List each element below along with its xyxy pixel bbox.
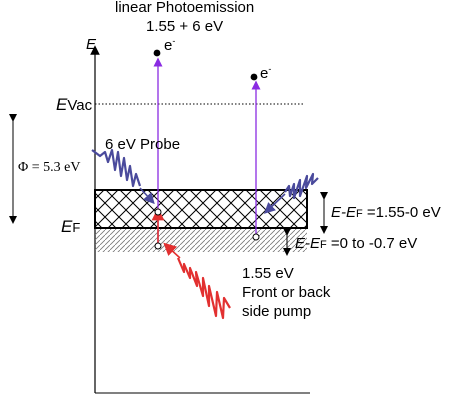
- pump-type-label: side pump: [242, 303, 312, 320]
- initial-state-2: [252, 233, 260, 241]
- probe-label: 6 eV Probe: [105, 136, 181, 153]
- diagram-title: linear Photoemission: [115, 0, 255, 16]
- probe-pulse-right: [284, 172, 319, 200]
- pump-energy-label: 1.55 eV: [242, 265, 294, 282]
- pump-arrow: [163, 242, 181, 259]
- initial-state-1: [154, 242, 162, 250]
- vacuum-level-label: EVac: [56, 95, 93, 114]
- intermediate-state-1: [154, 208, 162, 216]
- work-function-label: Φ = 5.3 eV: [18, 160, 81, 175]
- photon-energy-sum: 1.55 + 6 eV: [146, 18, 224, 35]
- probe-arrow-right: [263, 193, 286, 214]
- pump-pulse: [176, 257, 231, 320]
- range-label-1: E-EF =1.55-0 eV: [331, 204, 441, 221]
- probe-pulse-left: [91, 148, 142, 188]
- probe-arrow-left: [139, 187, 155, 205]
- electron-label-1: e-: [164, 36, 176, 54]
- energy-axis-label: E: [86, 36, 97, 53]
- fermi-level-label: EF: [61, 217, 81, 236]
- band-hatch: [96, 191, 306, 227]
- electron-2: [250, 73, 258, 81]
- electron-label-2: e-: [260, 64, 272, 82]
- valence-region: [95, 228, 307, 252]
- electron-1: [153, 49, 161, 57]
- range-label-2: E-EF =0 to -0.7 eV: [295, 235, 418, 252]
- pump-direction-label: Front or back: [242, 284, 331, 301]
